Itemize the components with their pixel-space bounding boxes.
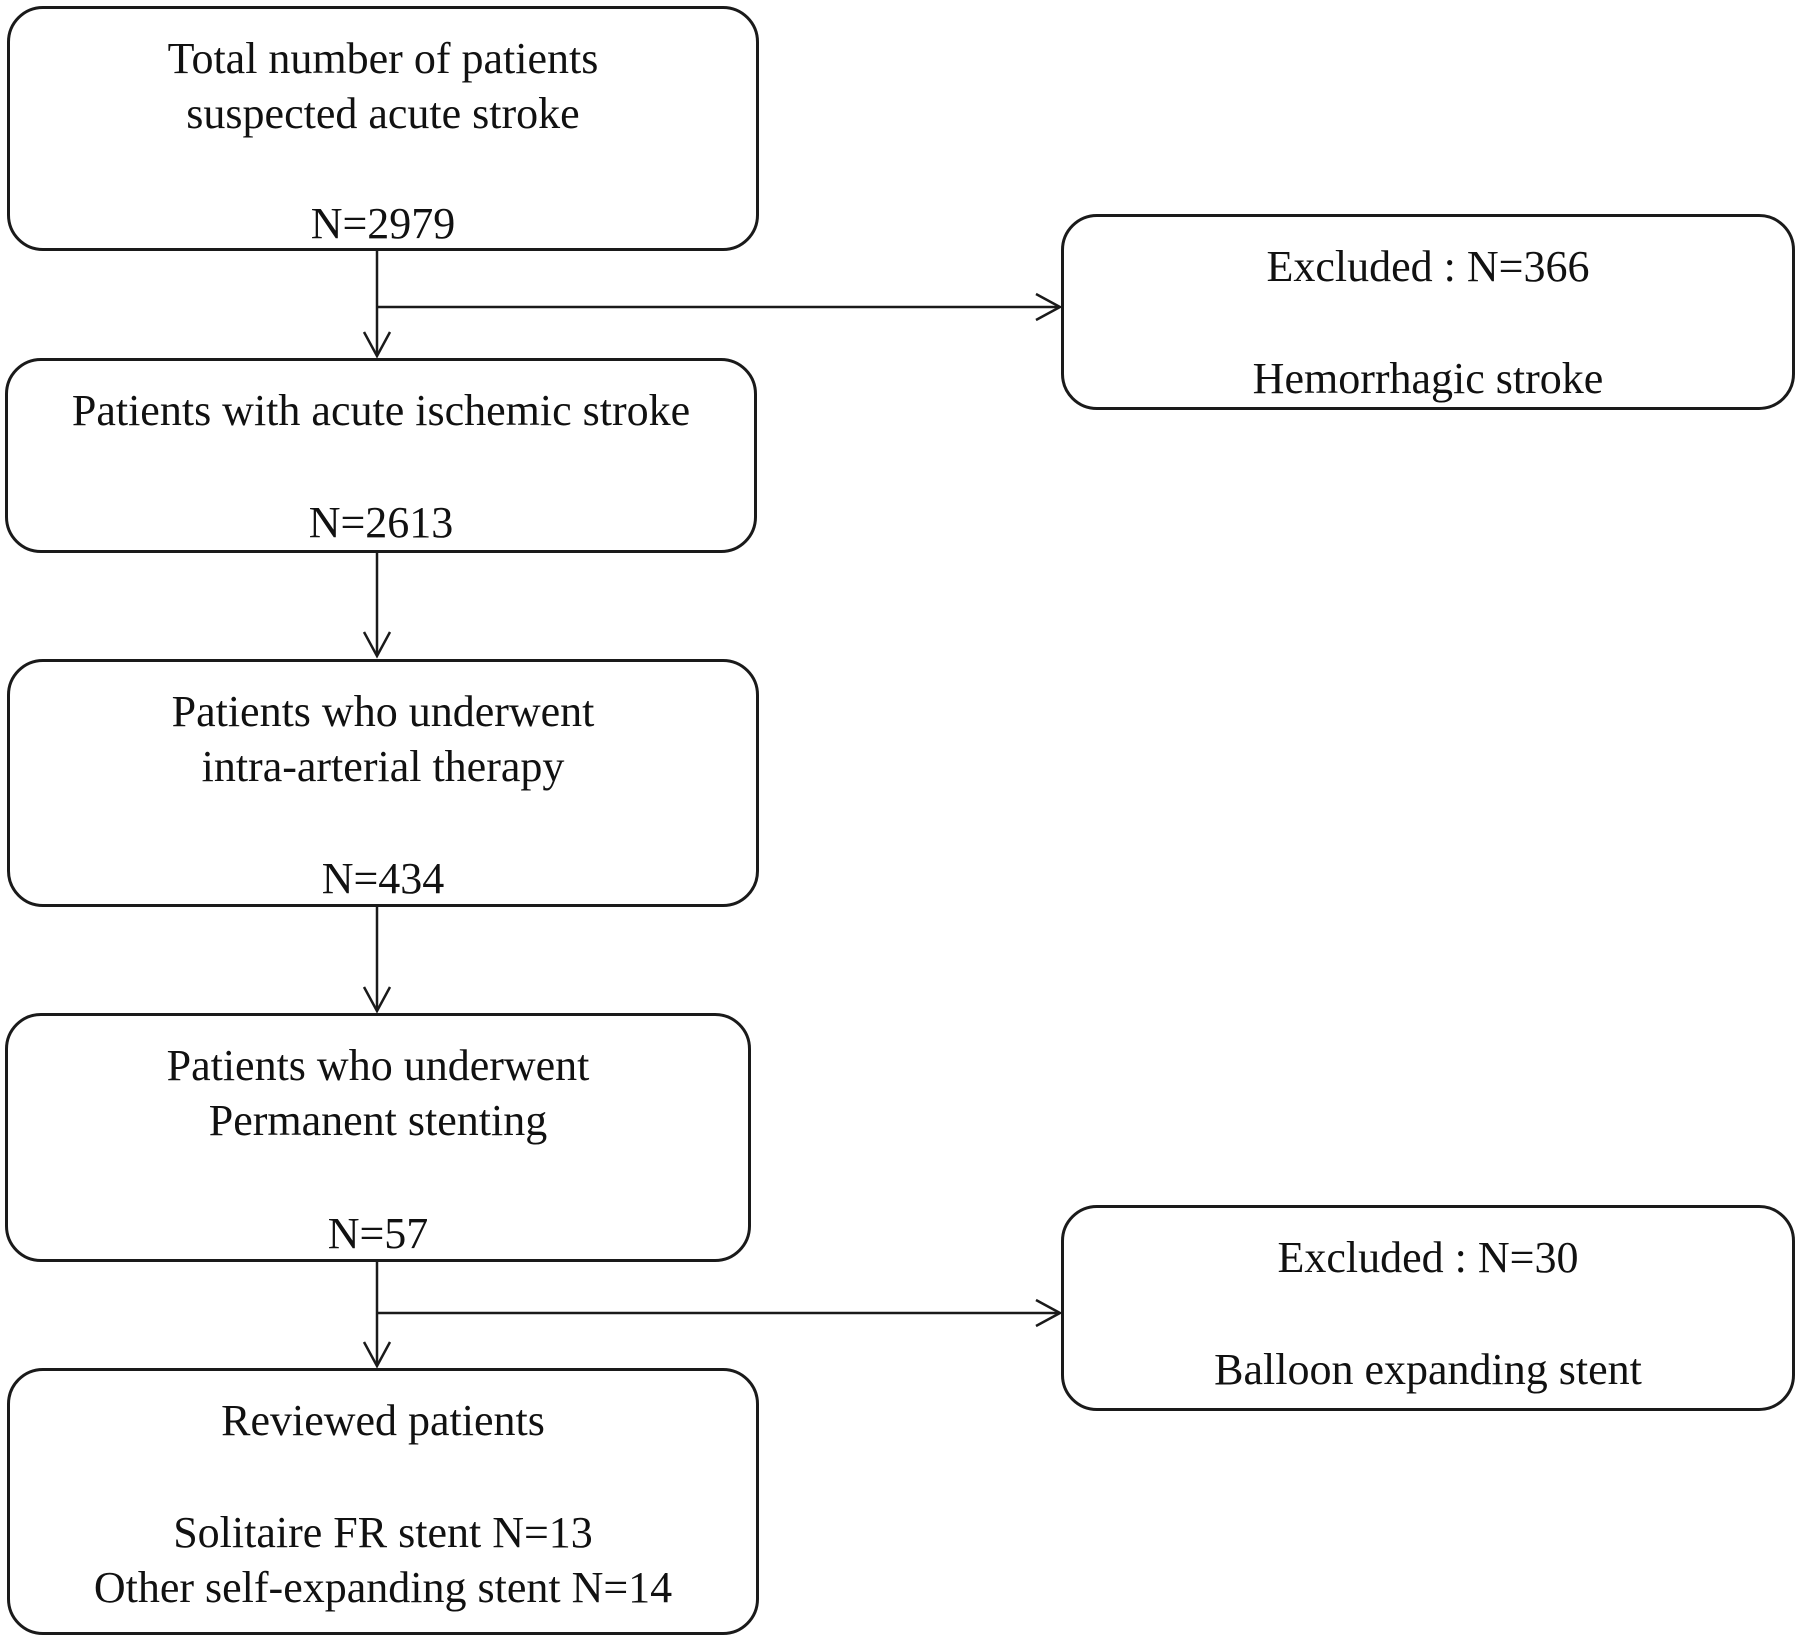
- box-excluded-hemorrhagic: Excluded : N=366 Hemorrhagic stroke: [1061, 214, 1795, 410]
- box-excluded-hemorrhagic-line2: Hemorrhagic stroke: [1252, 354, 1604, 403]
- arrowhead-ischemic: [362, 331, 392, 359]
- box-intra-arterial-therapy: Patients who underwent intra-arterial th…: [7, 659, 759, 907]
- box-ischemic-line1: Patients with acute ischemic stroke: [71, 386, 691, 435]
- arrowhead-stenting: [362, 986, 392, 1014]
- arrowhead-excluded-hemorrhagic: [1035, 292, 1063, 322]
- box-excluded-balloon-line1: Excluded : N=30: [1277, 1233, 1579, 1282]
- box-reviewed-patients: Reviewed patients Solitaire FR stent N=1…: [7, 1368, 759, 1635]
- arrowhead-intra-arterial: [362, 631, 392, 659]
- box-reviewed-line3: Other self-expanding stent N=14: [93, 1563, 673, 1612]
- arrowhead-excluded-balloon: [1035, 1298, 1063, 1328]
- box-total-patients: Total number of patients suspected acute…: [7, 6, 759, 251]
- box-intra-arterial-line1: Patients who underwent: [171, 687, 595, 736]
- box-reviewed-line1: Reviewed patients: [221, 1396, 545, 1445]
- box-stenting-count: N=57: [327, 1209, 429, 1258]
- box-ischemic-count: N=2613: [308, 498, 454, 547]
- box-reviewed-line2: Solitaire FR stent N=13: [173, 1508, 593, 1557]
- arrowhead-reviewed: [362, 1341, 392, 1369]
- box-total-count: N=2979: [310, 199, 456, 248]
- box-total-line2: suspected acute stroke: [186, 89, 580, 138]
- box-total-line1: Total number of patients: [167, 34, 599, 83]
- box-stenting-line1: Patients who underwent: [166, 1041, 590, 1090]
- box-stenting-line2: Permanent stenting: [208, 1096, 548, 1145]
- box-ischemic-stroke: Patients with acute ischemic stroke N=26…: [5, 358, 757, 553]
- box-excluded-balloon: Excluded : N=30 Balloon expanding stent: [1061, 1205, 1795, 1411]
- box-intra-arterial-count: N=434: [321, 854, 445, 903]
- box-permanent-stenting: Patients who underwent Permanent stentin…: [5, 1013, 751, 1262]
- box-excluded-balloon-line2: Balloon expanding stent: [1214, 1345, 1642, 1394]
- box-excluded-hemorrhagic-line1: Excluded : N=366: [1266, 242, 1590, 291]
- box-intra-arterial-line2: intra-arterial therapy: [201, 742, 565, 791]
